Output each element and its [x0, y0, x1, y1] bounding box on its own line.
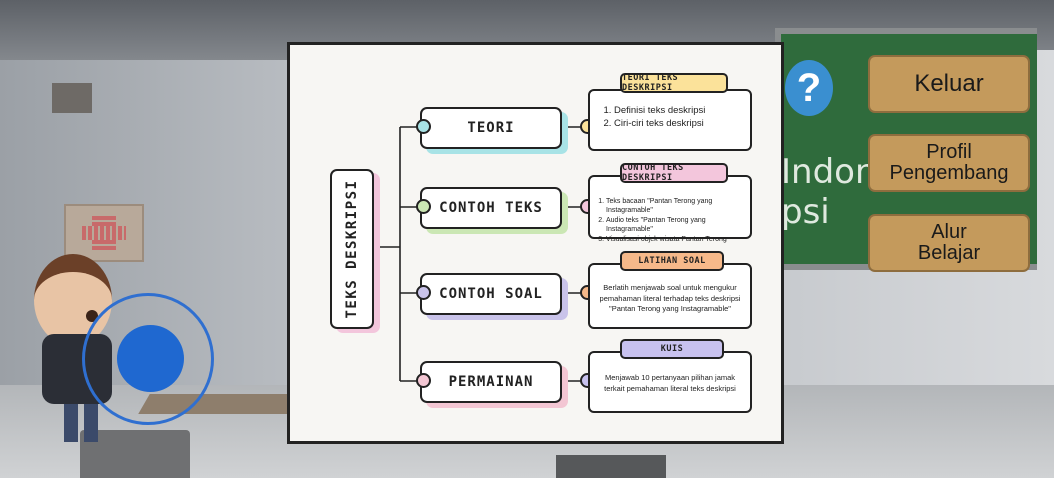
chair-left	[80, 430, 190, 478]
alur-belajar-button[interactable]: Alur Belajar	[868, 214, 1030, 272]
mindmap-root-label: TEKS DESKRIPSI	[344, 179, 360, 319]
chalkboard-text-line2: psi	[781, 192, 830, 232]
question-mark-icon[interactable]: ?	[785, 60, 833, 116]
joystick-knob[interactable]	[117, 325, 184, 392]
mindmap-root: TEKS DESKRIPSI	[330, 169, 374, 329]
topic-contoh-soal-label: CONTOH SOAL	[439, 286, 543, 302]
topic-contoh-soal-dot	[416, 285, 431, 300]
tag-contoh-teks: CONTOH TEKS DESKRIPSI	[620, 163, 728, 183]
topic-permainan-dot	[416, 373, 431, 388]
detail-contoh-teks-item: Visualisasi objek wisata Pantan Terong	[606, 235, 747, 244]
tag-teori: TEORI TEKS DESKRIPSI	[620, 73, 728, 93]
topic-contoh-teks-dot	[416, 199, 431, 214]
joystick-ring[interactable]	[82, 293, 214, 425]
character-legs	[64, 404, 98, 442]
topic-contoh-soal[interactable]: CONTOH SOAL	[420, 273, 562, 315]
detail-contoh-soal: Berlatih menjawab soal untuk mengukur pe…	[588, 263, 752, 329]
tag-latihan-soal: LATIHAN SOAL	[620, 251, 724, 271]
topic-teori-dot	[416, 119, 431, 134]
mindmap-connectors	[372, 126, 588, 382]
tag-kuis: KUIS	[620, 339, 724, 359]
profil-pengembang-button[interactable]: Profil Pengembang	[868, 134, 1030, 192]
detail-teori-item: Ciri-ciri teks deskripsi	[614, 118, 746, 131]
chair-right	[556, 455, 666, 478]
keluar-button[interactable]: Keluar	[868, 55, 1030, 113]
topic-teori[interactable]: TEORI	[420, 107, 562, 149]
detail-teori: Definisi teks deskripsi Ciri-ciri teks d…	[588, 89, 752, 151]
mindmap-panel: TEKS DESKRIPSI TEORI Definisi teks deskr…	[287, 42, 784, 444]
detail-contoh-teks-item: Teks bacaan "Pantan Terong yang Instagra…	[606, 197, 747, 216]
topic-contoh-teks[interactable]: CONTOH TEKS	[420, 187, 562, 229]
wall-vent	[52, 83, 92, 113]
topic-permainan-label: PERMAINAN	[448, 374, 534, 390]
chalkboard-text-line1: Indon	[781, 152, 877, 192]
topic-contoh-teks-label: CONTOH TEKS	[439, 200, 543, 216]
detail-contoh-teks-item: Audio teks "Pantan Terong yang Instagram…	[606, 216, 747, 235]
detail-teori-item: Definisi teks deskripsi	[614, 105, 746, 118]
detail-permainan: Menjawab 10 pertanyaan pilihan jamak ter…	[588, 351, 752, 413]
detail-contoh-teks: Teks bacaan "Pantan Terong yang Instagra…	[588, 175, 752, 243]
first-aid-cross-bar	[82, 226, 126, 240]
first-aid-box	[64, 204, 144, 262]
topic-teori-label: TEORI	[467, 120, 515, 136]
topic-permainan[interactable]: PERMAINAN	[420, 361, 562, 403]
